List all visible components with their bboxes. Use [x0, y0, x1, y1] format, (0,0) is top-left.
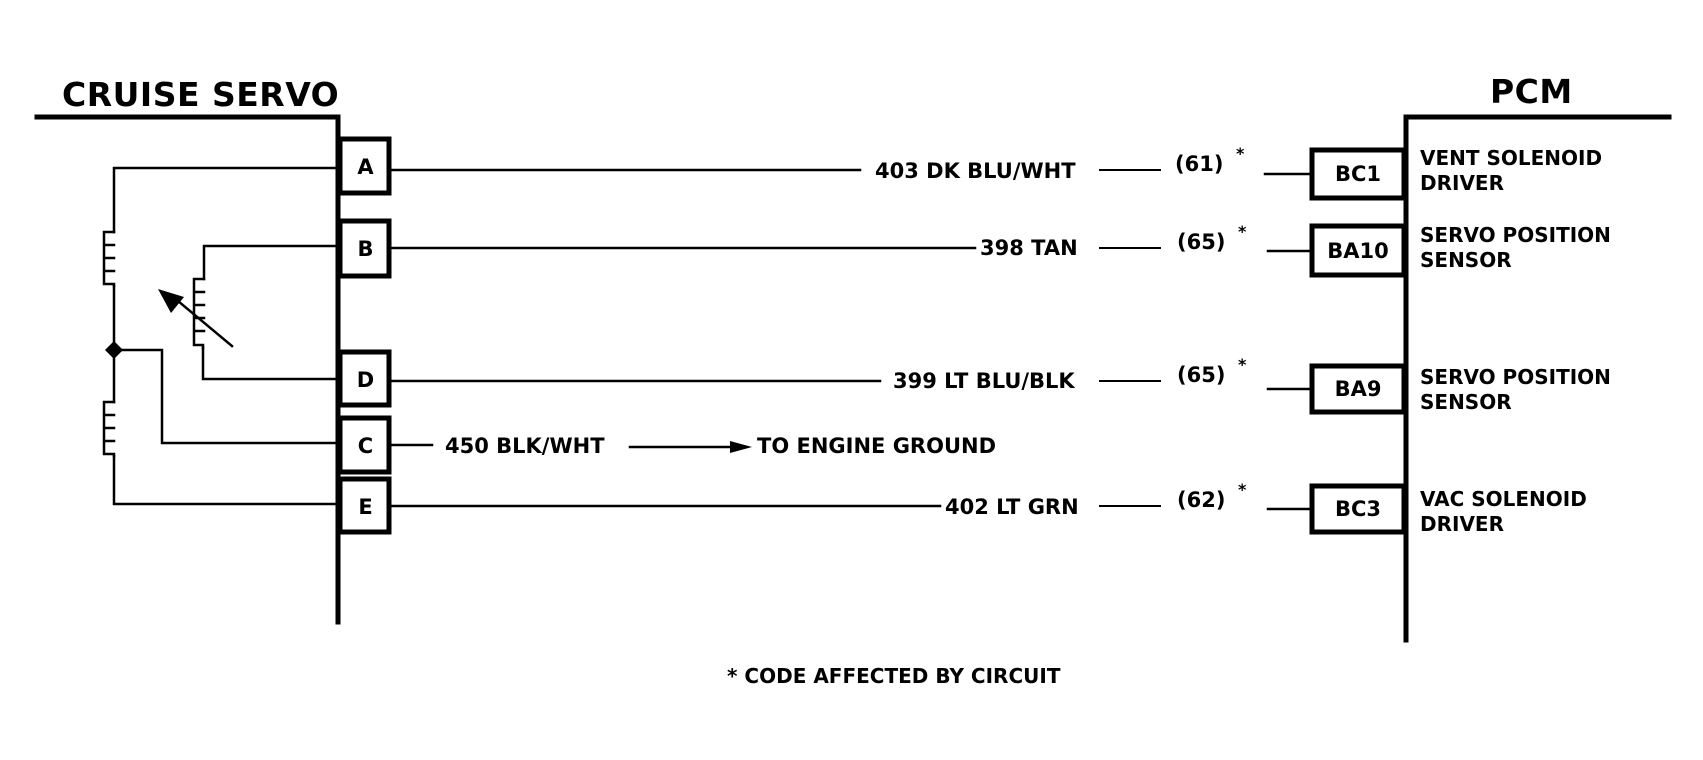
servo-pin-d: D: [356, 368, 375, 392]
wire-label-a: 403 DK BLU/WHT: [875, 159, 1076, 183]
servo-pin-a: A: [357, 155, 374, 179]
internal-wire-d: [201, 346, 340, 381]
wire-label-d: 399 LT BLU/BLK: [893, 369, 1075, 393]
wire-label-e: 402 LT GRN: [945, 495, 1079, 519]
servo-pin-box-d: [337, 349, 392, 408]
cruise-servo-title: CRUISE SERVO: [62, 75, 340, 114]
internal-wire-a: [112, 166, 340, 234]
pcm-function-bc1-line1: VENT SOLENOID: [1420, 146, 1603, 170]
footnote: * CODE AFFECTED BY CIRCUIT: [727, 664, 1061, 688]
code-marker-e: *: [1238, 480, 1247, 499]
servo-pin-e: E: [358, 495, 373, 519]
wire-label-c: 450 BLK/WHT: [445, 434, 605, 458]
variable-arrow-head-icon: [158, 289, 184, 313]
code-a: (61): [1175, 152, 1224, 176]
variable-coil-icon: [192, 277, 206, 350]
code-marker-d: *: [1238, 355, 1247, 374]
pcm-function-ba10-line2: SENSOR: [1420, 248, 1512, 272]
coil-upper-icon: [102, 230, 116, 288]
pcm-function-bc1-line2: DRIVER: [1420, 171, 1504, 195]
servo-pin-b: B: [357, 237, 374, 261]
internal-wire-e: [112, 454, 340, 506]
code-marker-a: *: [1236, 144, 1245, 163]
code-d: (65): [1177, 363, 1226, 387]
pcm-function-ba9-line2: SENSOR: [1420, 390, 1512, 414]
pcm-function-ba9: SERVO POSITION SENSOR: [1420, 365, 1611, 415]
variable-arrow-line: [170, 294, 234, 348]
ground-arrow-head-icon: [730, 441, 752, 453]
pcm-function-ba9-line1: SERVO POSITION: [1420, 365, 1611, 389]
pcm-function-bc3-line2: DRIVER: [1420, 512, 1504, 536]
internal-wire-c: [112, 348, 340, 445]
pcm-pin-bc3: BC3: [1334, 497, 1382, 521]
pcm-outline: [1403, 114, 1672, 643]
pcm-pin-ba9: BA9: [1334, 377, 1382, 401]
code-b: (65): [1177, 230, 1226, 254]
pcm-function-bc3-line1: VAC SOLENOID: [1420, 487, 1587, 511]
code-e: (62): [1177, 488, 1226, 512]
cruise-servo-outline: [34, 114, 341, 625]
internal-wire-b: [202, 244, 340, 281]
code-marker-b: *: [1238, 222, 1247, 241]
servo-pin-c: C: [357, 434, 374, 458]
junction-node-icon: [105, 341, 123, 359]
pcm-function-ba10: SERVO POSITION SENSOR: [1420, 223, 1611, 273]
pcm-pin-ba10: BA10: [1327, 239, 1389, 263]
pcm-function-bc3: VAC SOLENOID DRIVER: [1420, 487, 1587, 537]
pcm-function-ba10-line1: SERVO POSITION: [1420, 223, 1611, 247]
servo-pin-box-a: [337, 136, 392, 196]
coil-lower-icon: [102, 400, 116, 458]
pcm-pin-bc1: BC1: [1334, 162, 1382, 186]
wire-label-b: 398 TAN: [980, 236, 1078, 260]
pcm-title: PCM: [1490, 72, 1573, 111]
pcm-function-bc1: VENT SOLENOID DRIVER: [1420, 146, 1602, 196]
ground-destination-label: TO ENGINE GROUND: [757, 434, 997, 458]
